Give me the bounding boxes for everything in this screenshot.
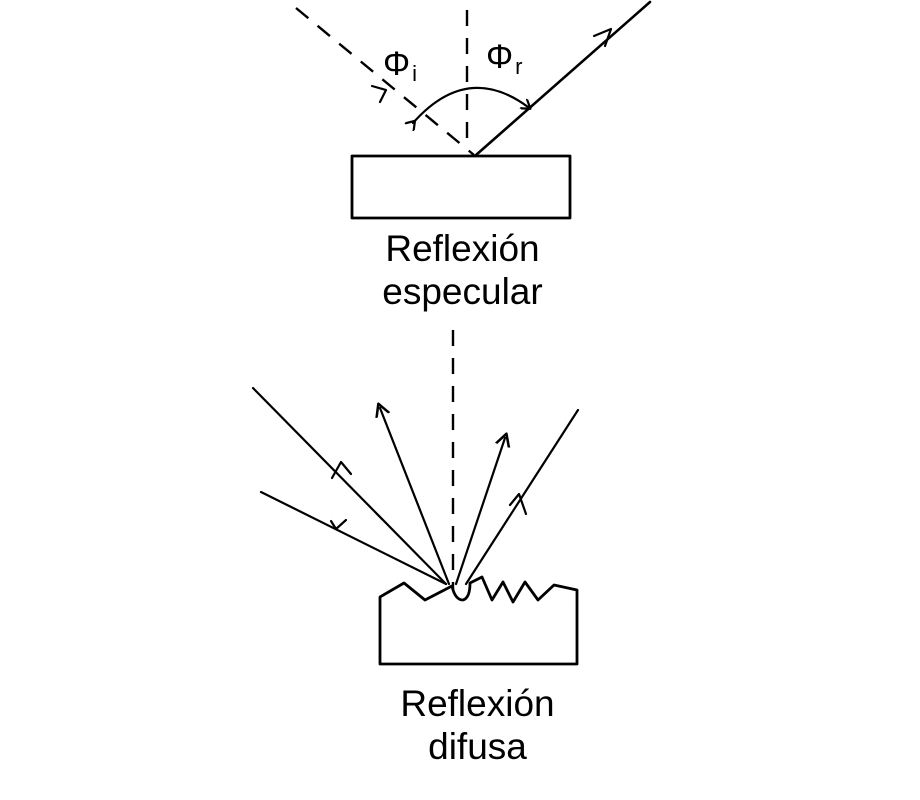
incident-ray-arrow xyxy=(508,492,528,516)
diffuse-scattered-ray-left-high xyxy=(251,386,448,586)
diffuse-rough-surface-block xyxy=(378,575,579,666)
reflected-direction-arrow xyxy=(592,27,613,48)
specular-surface-block xyxy=(350,154,572,220)
incident-direction-arrow xyxy=(370,84,388,104)
diffuse-caption-line2: difusa xyxy=(428,725,527,767)
diffuse-scattered-ray-left-low xyxy=(259,490,448,586)
left-low-ray-arrow xyxy=(329,518,348,531)
specular-incident-ray xyxy=(295,7,475,156)
diffuse-caption: Reflexión difusa xyxy=(345,683,610,768)
diffuse-incident-ray xyxy=(464,408,580,586)
reflected-angle-label: Φr xyxy=(486,38,523,79)
diffuse-scattered-ray-up-right xyxy=(454,438,505,586)
specular-caption-line2: especular xyxy=(382,270,543,312)
angle-arc xyxy=(413,86,528,123)
diffuse-scattered-ray-up-left xyxy=(380,408,451,586)
incident-angle-label: Φi xyxy=(383,45,418,86)
specular-caption-line1: Reflexión xyxy=(385,228,540,269)
specular-caption: Reflexión especular xyxy=(330,228,595,313)
diffuse-caption-line1: Reflexión xyxy=(400,683,555,724)
left-high-ray-arrow xyxy=(330,460,353,480)
